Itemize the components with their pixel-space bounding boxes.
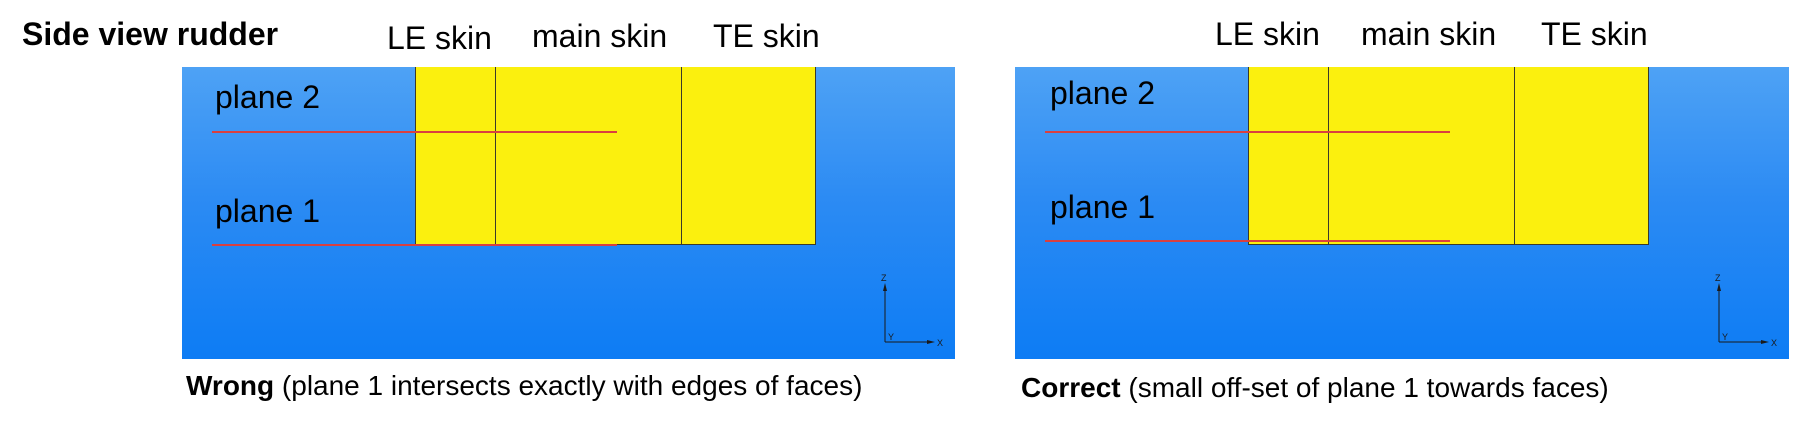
le-skin-face — [1248, 67, 1329, 245]
plane-1-line — [1045, 240, 1450, 242]
caption-wrong-text: (plane 1 intersects exactly with edges o… — [274, 370, 863, 401]
main-skin-face — [495, 67, 682, 245]
te-skin-label-right: TE skin — [1541, 16, 1648, 52]
axis-x-label: X — [1771, 338, 1777, 348]
plane-1-line — [212, 244, 617, 246]
viewport-correct: plane 2 plane 1 Z Y X — [1015, 67, 1789, 359]
axis-triad: Z Y X — [881, 273, 943, 348]
te-skin-label-left: TE skin — [713, 18, 820, 54]
axis-z-label: Z — [1715, 273, 1721, 283]
main-skin-label-right: main skin — [1361, 16, 1497, 52]
plane-2-line — [212, 131, 617, 133]
main-skin-face — [1328, 67, 1515, 245]
le-skin-face — [415, 67, 496, 245]
axis-z-label: Z — [881, 273, 887, 283]
main-skin-label-left: main skin — [532, 18, 668, 54]
caption-correct: Correct (small off-set of plane 1 toward… — [1021, 372, 1609, 404]
figure-heading: Side view rudder — [22, 16, 279, 52]
le-skin-label-right: LE skin — [1215, 16, 1320, 52]
plane-2-line — [1045, 131, 1450, 133]
plane-2-label: plane 2 — [1050, 75, 1155, 111]
caption-wrong-bold: Wrong — [186, 370, 275, 401]
axis-y-label: Y — [888, 332, 894, 342]
viewport-wrong: plane 2 plane 1 Z Y X — [182, 67, 955, 359]
te-skin-face — [681, 67, 816, 245]
plane-1-label: plane 1 — [1050, 189, 1155, 225]
axis-x-label: X — [937, 338, 943, 348]
te-skin-face — [1514, 67, 1649, 245]
caption-wrong: Wrong (plane 1 intersects exactly with e… — [186, 370, 862, 402]
axis-y-label: Y — [1722, 332, 1728, 342]
le-skin-label-left: LE skin — [387, 20, 492, 56]
plane-2-label: plane 2 — [215, 79, 320, 115]
caption-correct-text: (small off-set of plane 1 towards faces) — [1120, 372, 1609, 403]
axis-triad: Z Y X — [1715, 273, 1777, 348]
plane-1-label: plane 1 — [215, 193, 320, 229]
caption-correct-bold: Correct — [1021, 372, 1121, 403]
